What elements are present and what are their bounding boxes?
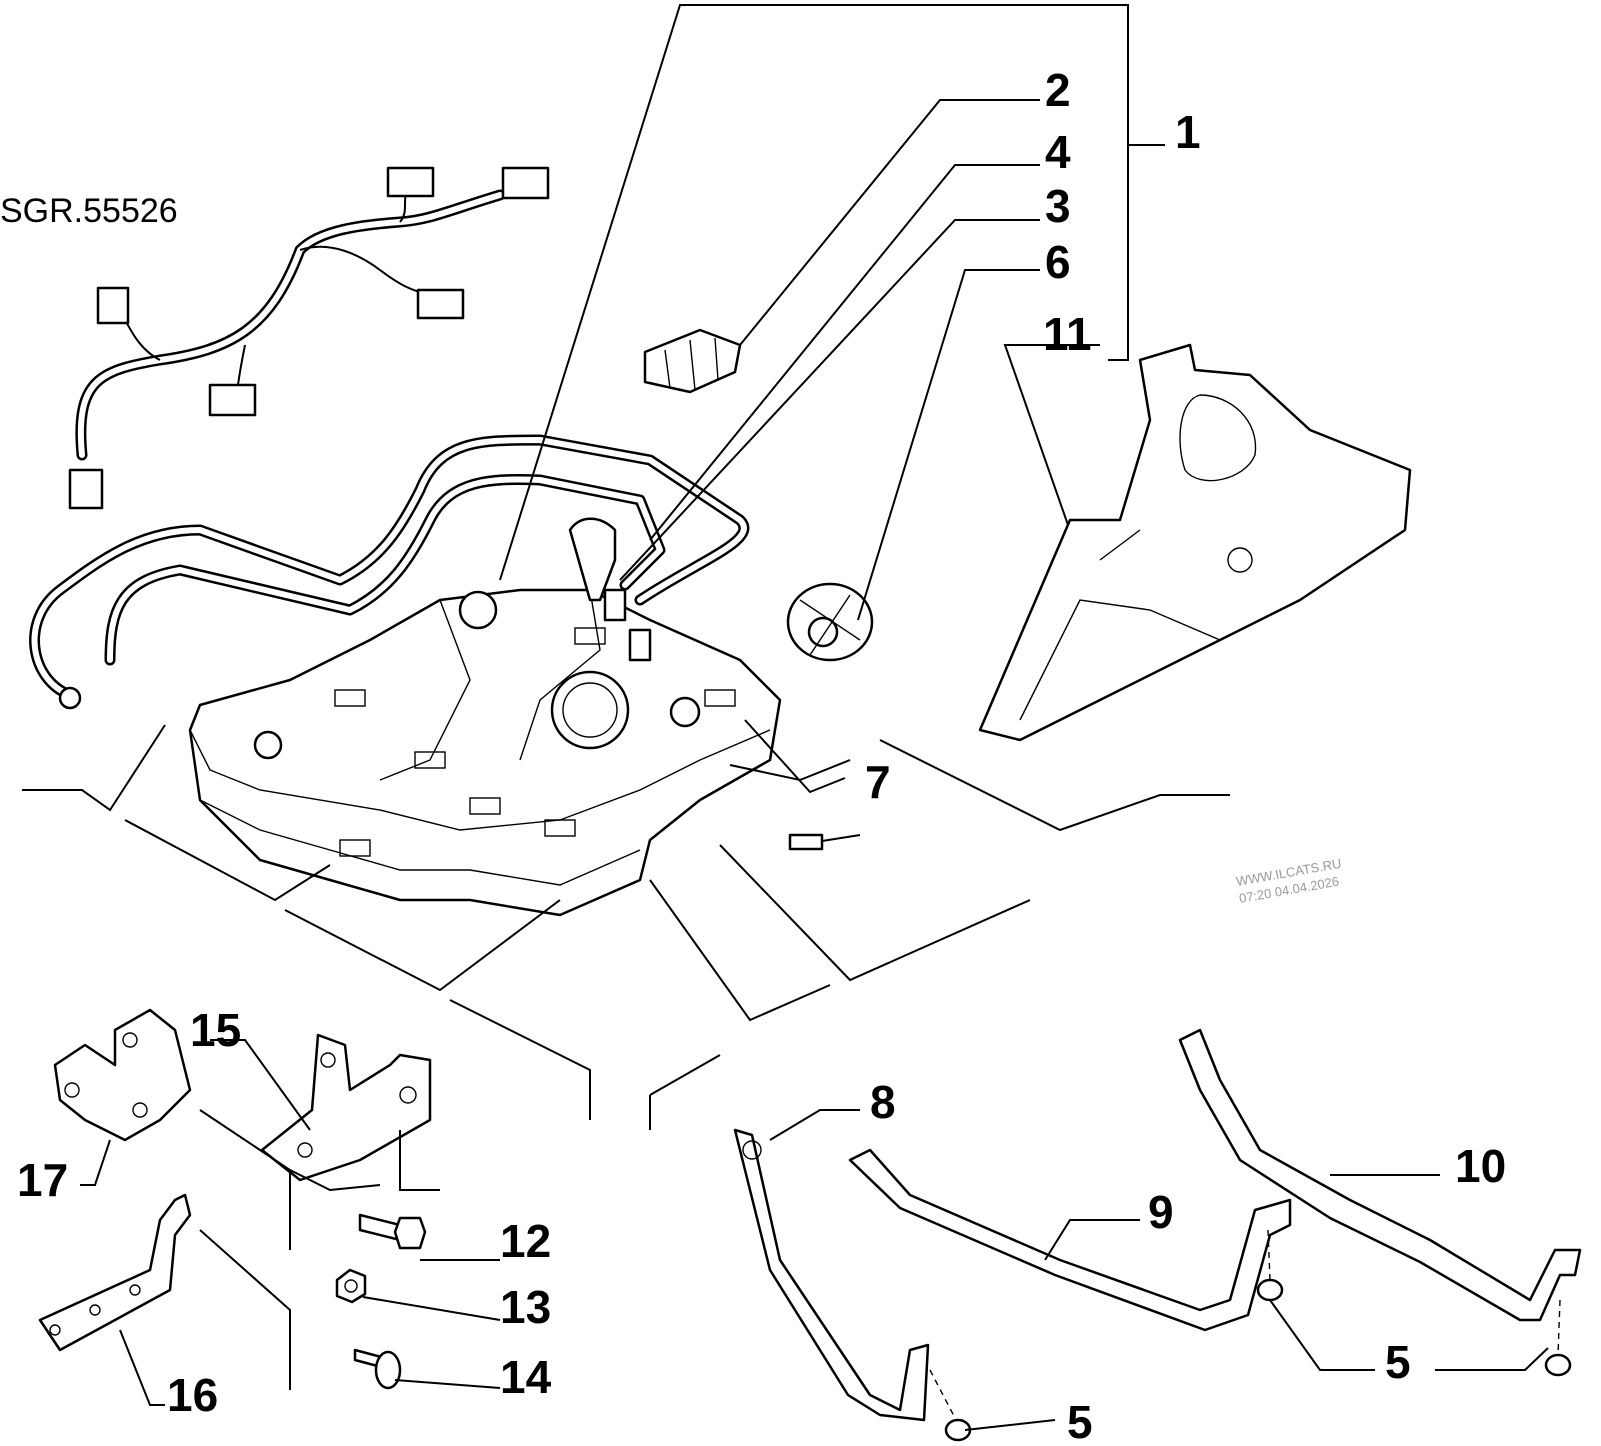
callout-10: 10: [1455, 1140, 1506, 1192]
callout-13: 13: [500, 1281, 551, 1333]
callout-5: 5: [1067, 1396, 1093, 1446]
callout-15: 16: [167, 1369, 218, 1421]
fuel-tank: [188, 517, 782, 917]
tank-mount-boss: [669, 696, 701, 728]
part-5-nuts: [944, 1278, 1572, 1442]
part-16-bracket: [260, 1033, 432, 1182]
line-fitting: [58, 686, 82, 710]
tank-mount-boss: [253, 730, 283, 760]
callout-7: 7: [865, 756, 891, 808]
wiring-harness: [68, 166, 550, 510]
part-9-strap: [848, 1148, 1292, 1332]
callout-4: 4: [1045, 126, 1071, 178]
callout-2: 2: [1045, 64, 1071, 116]
leader-lines: [80, 4, 1561, 1431]
harness-connector: [501, 166, 550, 200]
harness-connector: [96, 286, 130, 325]
valve-fitting: [628, 628, 652, 662]
callout-12: 12: [500, 1215, 551, 1267]
fuel-lines: [29, 434, 750, 710]
part-17-bracket: [53, 1008, 192, 1142]
part-10-strap: [1178, 1028, 1582, 1322]
harness-reference-label: SGR.55526: [0, 192, 178, 230]
part-14-screw: [353, 1348, 402, 1390]
callout-16: 15: [190, 1004, 241, 1056]
part-6-cap: [786, 582, 874, 662]
part-8-strap: [733, 1128, 930, 1422]
callout-6: 6: [1045, 236, 1071, 288]
part-7-pad: [788, 833, 824, 851]
callout-14: 14: [500, 1351, 552, 1403]
part-13-nut: [335, 1268, 367, 1304]
harness-connector: [208, 383, 257, 417]
harness-connector: [416, 288, 465, 320]
callout-5: 5: [1385, 1336, 1411, 1388]
harness-connector: [386, 166, 435, 198]
callout-11: 11: [1043, 308, 1092, 360]
part-2-pipe-clip: [643, 328, 742, 394]
tank-port: [458, 590, 498, 630]
valve-fitting: [603, 588, 627, 622]
callout-3: 3: [1045, 180, 1071, 232]
part-11-heat-shield: [978, 343, 1412, 742]
callout-8: 8: [870, 1076, 896, 1128]
part-12-bolt: [358, 1213, 427, 1250]
part-15-bracket: [38, 1193, 192, 1352]
callout-9: 9: [1148, 1186, 1174, 1238]
callout-1: 1: [1175, 106, 1201, 158]
section-lines: [22, 724, 1230, 1390]
harness-connector: [68, 468, 104, 510]
callout-17: 17: [17, 1154, 68, 1206]
filler-neck: [568, 517, 617, 602]
